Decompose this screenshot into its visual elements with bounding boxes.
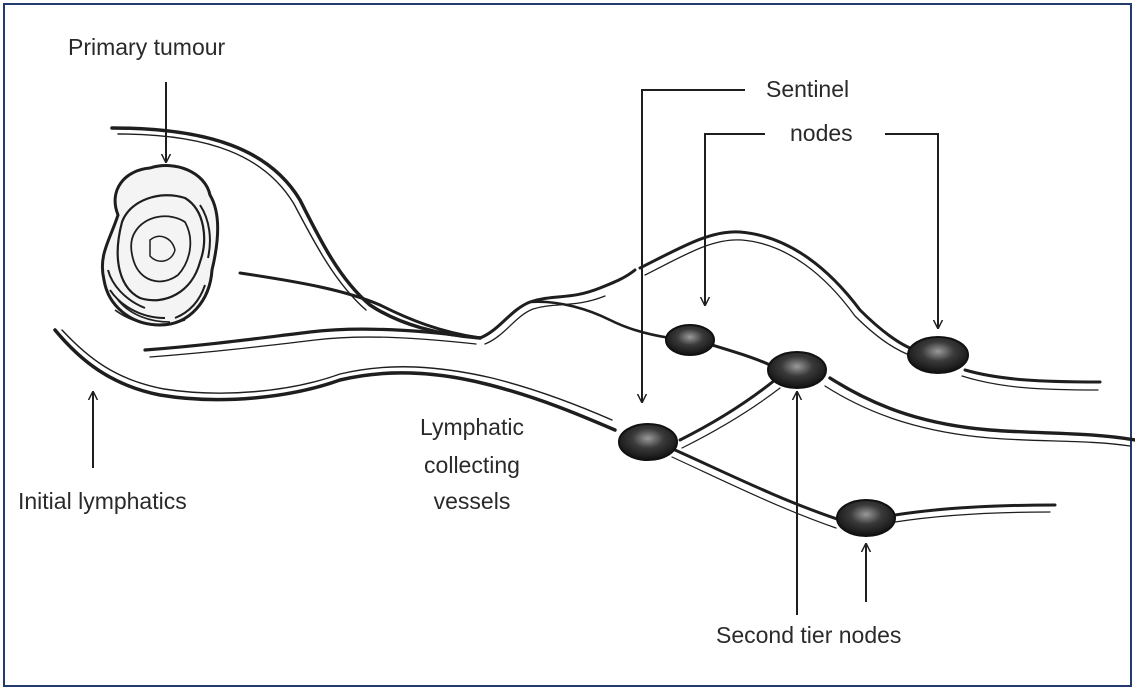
second-tier-node-bottom bbox=[837, 500, 895, 536]
pointer-arrows bbox=[93, 82, 938, 615]
sentinel-label-line2: nodes bbox=[790, 120, 853, 147]
lymph-nodes bbox=[619, 325, 968, 536]
sentinel-node-upper bbox=[666, 325, 714, 355]
primary-tumour-mass bbox=[102, 166, 217, 325]
lymphatic-label-line2: collecting bbox=[392, 452, 552, 479]
sentinel-node-lower bbox=[619, 424, 677, 460]
lymphatic-label-line3: vessels bbox=[392, 488, 552, 515]
sentinel-node-right bbox=[908, 337, 968, 373]
initial-lymphatics-label: Initial lymphatics bbox=[18, 488, 187, 515]
lymphatic-vessels bbox=[55, 128, 1135, 528]
sentinel-label-line1: Sentinel bbox=[766, 76, 849, 103]
primary-tumour-label: Primary tumour bbox=[68, 34, 225, 61]
second-tier-node-middle bbox=[768, 352, 826, 388]
lymphatic-label-line1: Lymphatic bbox=[392, 414, 552, 441]
second-tier-nodes-label: Second tier nodes bbox=[716, 622, 901, 649]
